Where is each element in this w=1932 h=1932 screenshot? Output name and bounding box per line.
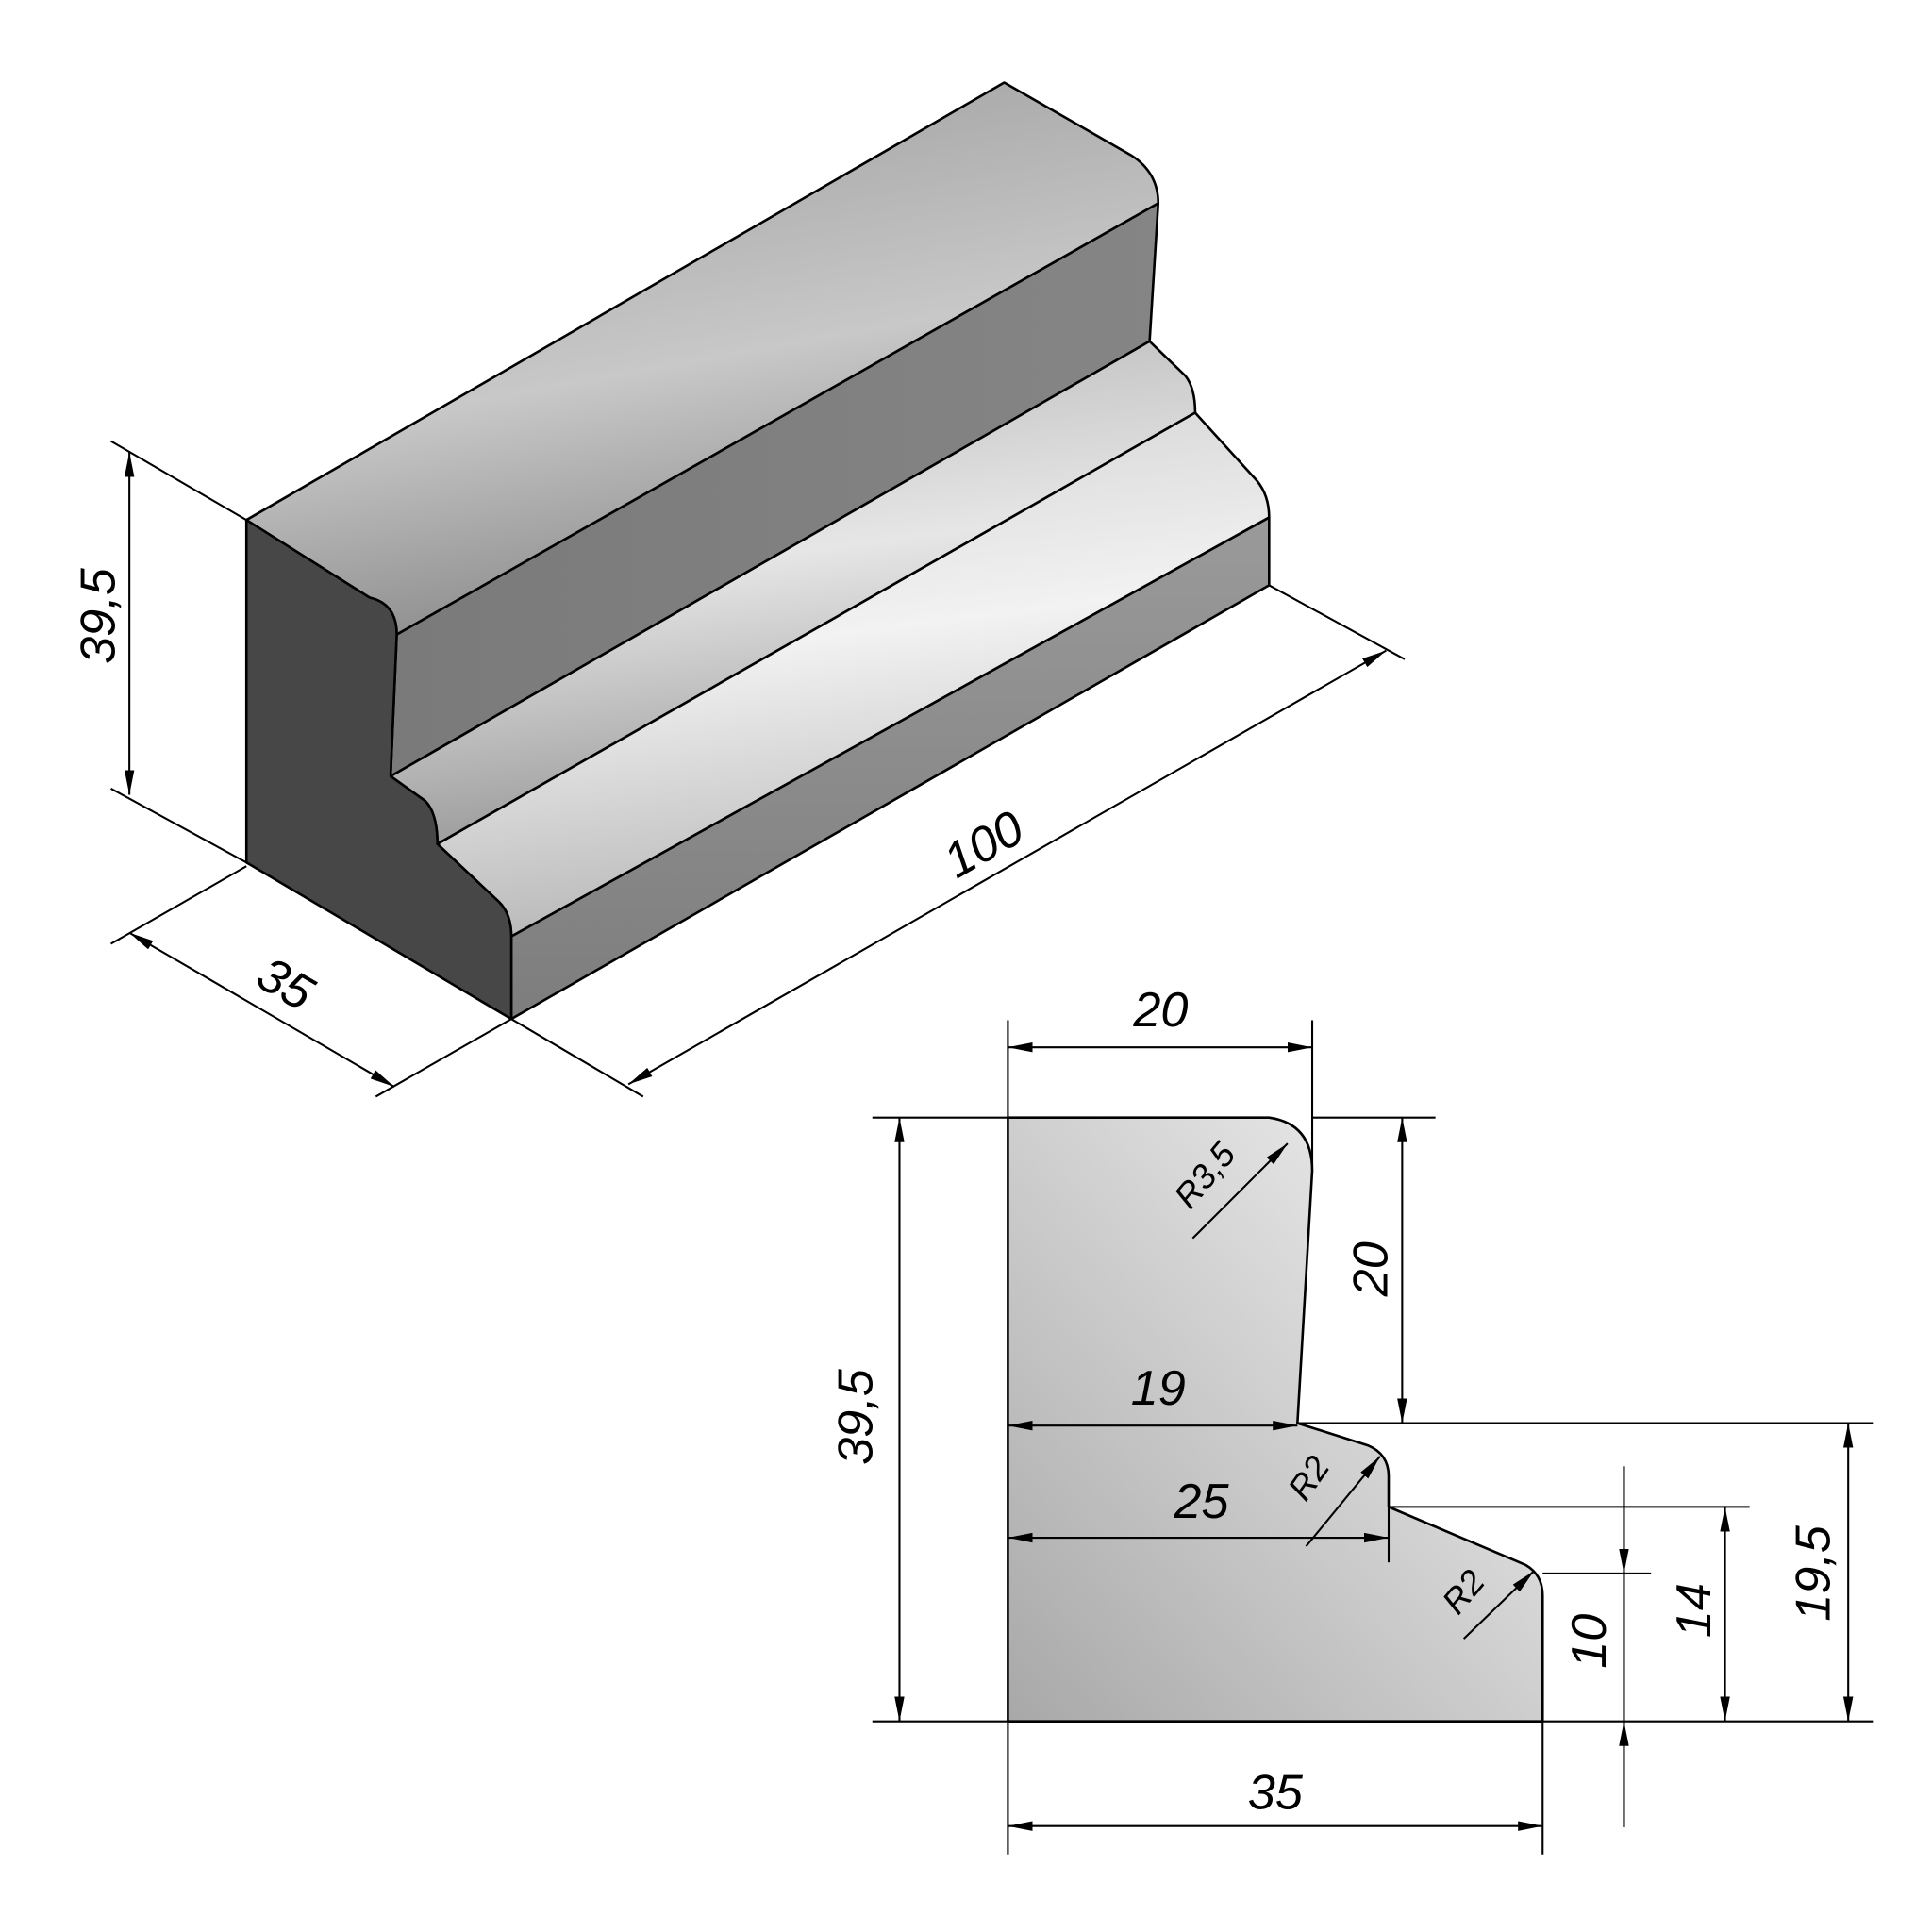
section-view: 20 R3,5 39,5 20 19 R2 25 R2 19,5	[829, 983, 1874, 1855]
dimension-label-depth: 35	[248, 947, 324, 1023]
dimension-label-base-width: 35	[1248, 1765, 1304, 1820]
dimension-label-upper-height: 20	[1344, 1241, 1399, 1297]
isometric-view: 39,5 35 100	[71, 81, 1406, 1098]
dimension-label-height: 39,5	[71, 567, 125, 664]
dimension-label-step2-width: 25	[1173, 1474, 1229, 1529]
dimension-label-base-height: 10	[1562, 1614, 1617, 1669]
dimension-label-lower-height: 19,5	[1787, 1524, 1841, 1622]
dimension-height: 39,5	[71, 440, 247, 864]
end-face	[244, 518, 513, 1021]
dimension-label-length: 100	[935, 801, 1033, 890]
dimension-label-step1-width: 19	[1131, 1361, 1186, 1416]
dimension-label-total-height: 39,5	[829, 1368, 884, 1465]
dimension-label-top-width: 20	[1132, 983, 1188, 1038]
dimension-label-mid-height: 14	[1667, 1583, 1722, 1638]
section-profile	[1007, 1116, 1544, 1723]
